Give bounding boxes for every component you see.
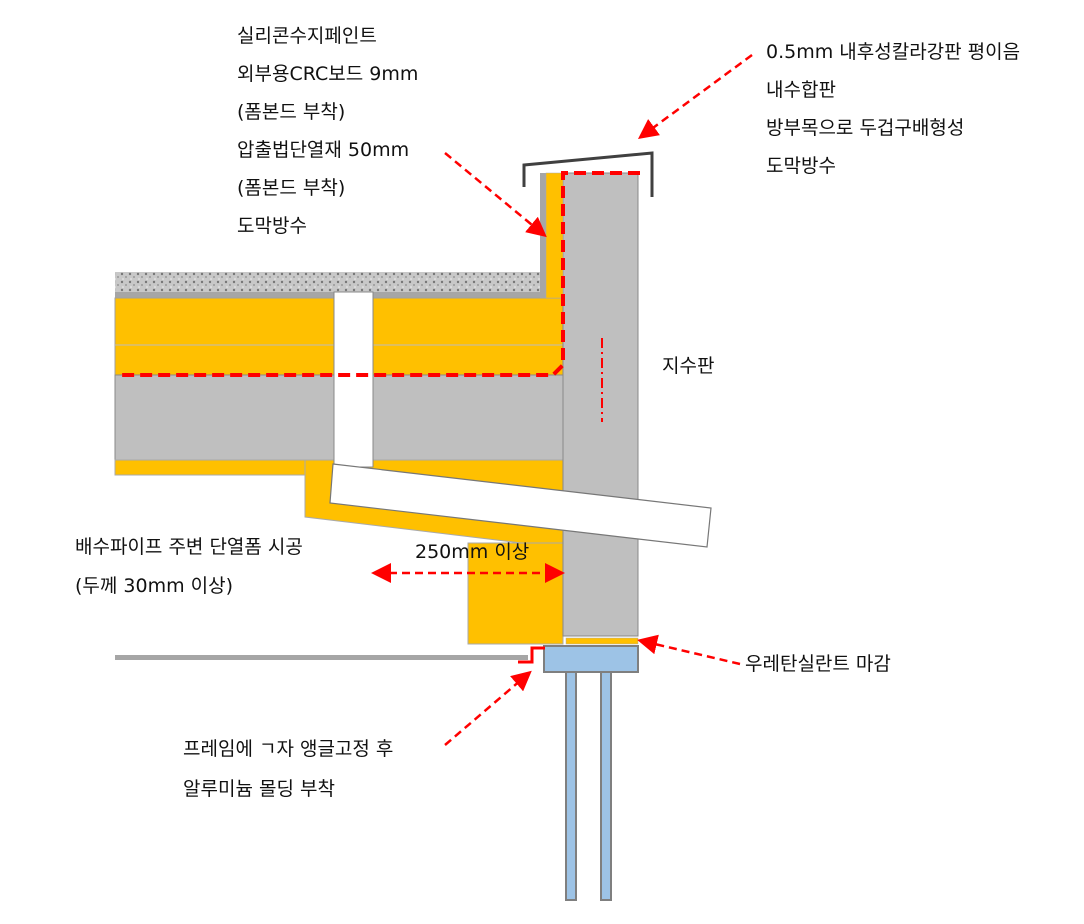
coping-stack-label: 0.5mm 내후성칼라강판 평이음 내수합판 방부목으로 두겁구배형성 도막방수 — [766, 41, 1020, 177]
finish-stack-label: 실리콘수지페인트 외부용CRC보드 9mm (폼본드 부착) 압출법단열재 50… — [237, 25, 418, 237]
crc-board — [540, 173, 546, 298]
sloped-drain-pipe — [329, 463, 712, 548]
label-line: 외부용CRC보드 9mm — [237, 63, 418, 85]
label-line: 도막방수 — [766, 155, 836, 177]
sealant-label: 우레탄실란트 마감 — [745, 653, 891, 675]
ceiling-finish-line — [115, 655, 528, 660]
dimension-label: 250mm 이상 — [415, 541, 529, 563]
vertical-drain-pipe — [333, 291, 374, 468]
angle-label: 프레임에 ㄱ자 앵글고정 후 — [183, 738, 393, 760]
drain-pipe-label-sub: (두께 30mm 이상) — [75, 575, 233, 597]
lower-insulation-block — [467, 542, 564, 645]
angle-bracket — [518, 646, 545, 664]
label-line: (폼본드 부착) — [237, 101, 345, 123]
waterstop-label: 지수판 — [662, 355, 714, 377]
callout-arrow-finish — [444, 152, 547, 238]
callout-arrow-angle — [444, 670, 532, 746]
label-line: 실리콘수지페인트 — [237, 25, 377, 47]
label-line: 내수합판 — [766, 79, 836, 101]
parapet-wall — [562, 172, 639, 637]
protection-layer — [115, 292, 540, 298]
label-line: 0.5mm 내후성칼라강판 평이음 — [766, 41, 1020, 63]
angle-label-sub: 알루미늄 몰딩 부착 — [183, 778, 335, 800]
callout-arrow-sealant — [637, 634, 741, 666]
label-line: (폼본드 부착) — [237, 177, 345, 199]
drain-pipe-label: 배수파이프 주변 단열폼 시공 — [75, 536, 303, 558]
window-frame-right — [600, 671, 612, 901]
gravel-layer — [115, 272, 540, 292]
window-frame-left — [565, 671, 577, 901]
aluminum-molding — [543, 645, 639, 673]
label-line: 도막방수 — [237, 215, 307, 237]
coping-cap — [522, 151, 654, 197]
parapet-insulation — [545, 172, 564, 299]
callout-arrow-coping — [637, 53, 753, 139]
urethane-sealant — [565, 637, 639, 645]
label-line: 압출법단열재 50mm — [237, 139, 409, 161]
label-line: 방부목으로 두겁구배형성 — [766, 117, 964, 139]
ceiling-insulation — [114, 459, 316, 476]
